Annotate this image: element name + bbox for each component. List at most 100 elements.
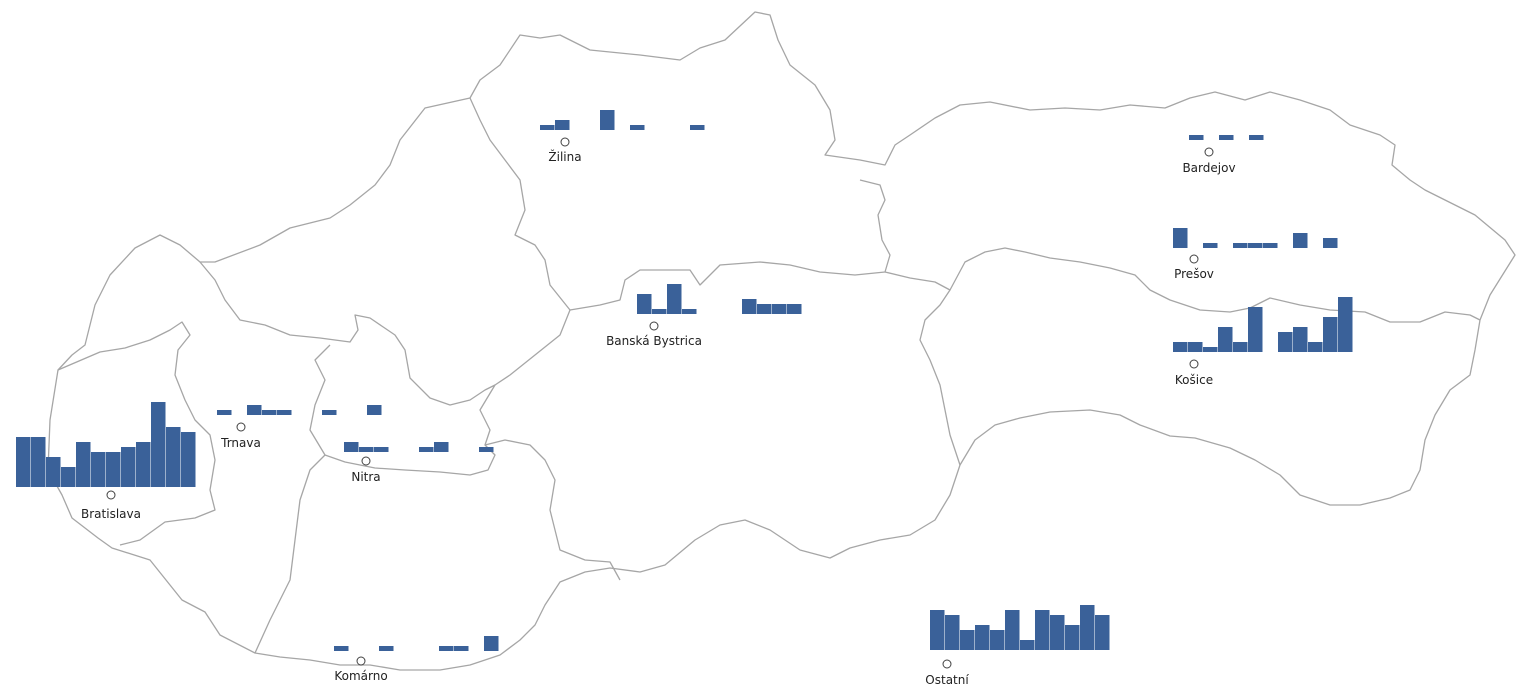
city-labels: BratislavaTrnavaNitraKomárnoŽilinaBanská… [81, 149, 1236, 685]
bar [262, 410, 277, 415]
bar [667, 284, 682, 314]
city-label: Bardejov [1182, 161, 1235, 175]
bar [439, 646, 454, 651]
city-marker [1189, 254, 1199, 264]
bar [217, 410, 232, 415]
border-bb-kosice [884, 271, 961, 466]
bar [46, 457, 61, 487]
bar [1203, 347, 1218, 352]
city-label: Ostatní [925, 673, 969, 685]
city-label: Košice [1175, 373, 1213, 387]
bar [1278, 332, 1293, 352]
city-marker [1189, 359, 1199, 369]
city-chart [334, 636, 499, 651]
region-borders [47, 11, 1516, 671]
bar [1203, 243, 1218, 248]
city-bar-charts [16, 110, 1353, 651]
border-nitra-west [254, 454, 326, 654]
bar [1249, 135, 1264, 140]
bar [181, 432, 196, 487]
bar [637, 294, 652, 314]
bar [1095, 615, 1110, 650]
bar [600, 110, 615, 130]
bar [31, 437, 46, 487]
bar [344, 442, 359, 452]
border-bratislava-trnava [57, 321, 216, 546]
city-chart [637, 284, 802, 314]
bar [334, 646, 349, 651]
bar [419, 447, 434, 452]
bar [930, 610, 945, 650]
bar [1065, 625, 1080, 650]
city-marker [236, 422, 246, 432]
city-chart [344, 442, 494, 452]
bar [975, 625, 990, 650]
city-label: Prešov [1174, 267, 1214, 281]
bar [1308, 342, 1323, 352]
bar [1248, 307, 1263, 352]
bar [945, 615, 960, 650]
bar [322, 410, 337, 415]
city-label: Žilina [548, 149, 581, 164]
city-chart [16, 402, 196, 487]
bar [367, 405, 382, 415]
bar [1219, 135, 1234, 140]
bar [1173, 342, 1188, 352]
border-presov-kosice [949, 247, 1481, 323]
city-marker [560, 137, 570, 147]
bar [374, 447, 389, 452]
city-markers [106, 137, 1214, 669]
bar [1035, 610, 1050, 650]
bar [540, 125, 555, 130]
bar [379, 646, 394, 651]
bar [990, 630, 1005, 650]
bar [1233, 342, 1248, 352]
bar [479, 447, 494, 452]
bar [1188, 342, 1203, 352]
bar [484, 636, 499, 651]
bar [277, 410, 292, 415]
city-marker [356, 656, 366, 666]
bar [1173, 228, 1188, 248]
city-label: Bratislava [81, 507, 141, 521]
bar [454, 646, 469, 651]
bar [76, 442, 91, 487]
bar [61, 467, 76, 487]
bar [1323, 317, 1338, 352]
bar [1233, 243, 1248, 248]
bar [1293, 233, 1308, 248]
border-bb-south [484, 439, 621, 581]
bar [434, 442, 449, 452]
bar [151, 402, 166, 487]
bar [1323, 238, 1338, 248]
city-chart [217, 405, 382, 415]
border-trencin-zilina [469, 97, 891, 311]
city-chart [1173, 297, 1353, 352]
bar [1080, 605, 1095, 650]
city-chart [540, 110, 705, 130]
bar [960, 630, 975, 650]
bar [1005, 610, 1020, 650]
city-label: Nitra [351, 470, 380, 484]
city-label: Trnava [220, 436, 261, 450]
bar [247, 405, 262, 415]
bar [1218, 327, 1233, 352]
bar [555, 120, 570, 130]
bar [757, 304, 772, 314]
bar [16, 437, 31, 487]
bar [1020, 640, 1035, 650]
city-chart [930, 605, 1110, 650]
bar [136, 442, 151, 487]
city-label: Komárno [334, 669, 387, 683]
border-trnava-nitra [199, 261, 496, 476]
country-outline [47, 11, 1516, 671]
city-marker [1204, 147, 1214, 157]
bar [787, 304, 802, 314]
bar [690, 125, 705, 130]
bar [166, 427, 181, 487]
bar [742, 299, 757, 314]
bar [1189, 135, 1204, 140]
bar [91, 452, 106, 487]
border-trencin-bb [494, 309, 571, 386]
